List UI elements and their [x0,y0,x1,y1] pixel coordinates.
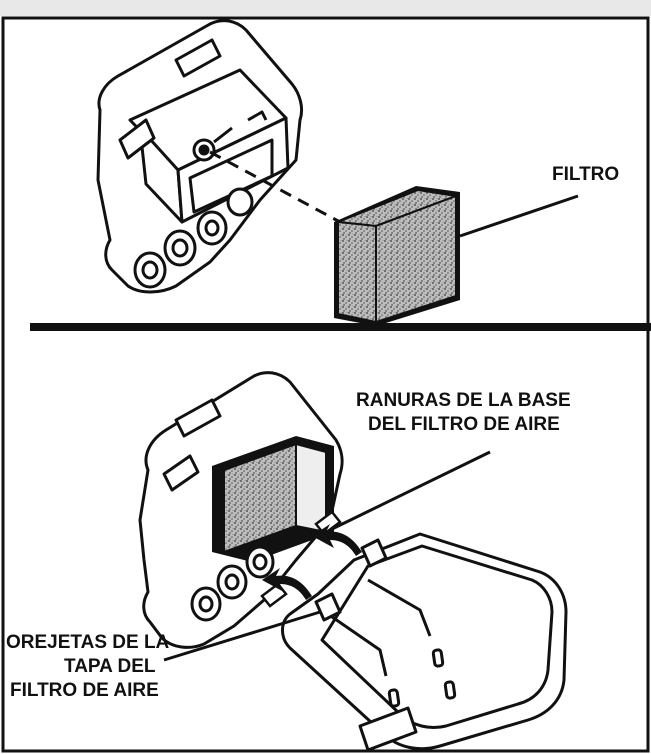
assembled-cylinders [190,545,275,622]
top-panel: FILTRO [96,19,619,326]
insertion-guide-line [209,150,341,224]
tabs-leader-line [163,610,321,662]
filter-base-housing [96,19,304,294]
tabs-label-line2: TAPA DEL [64,656,156,677]
top-strip [0,0,651,16]
foam-filter-block [334,186,460,326]
tabs-label-line1: OREJETAS DE LA [6,632,170,653]
outer-border [1,16,650,753]
filter-label: FILTRO [552,164,619,185]
bottom-panel: RANURAS DE LA BASE DEL FILTRO DE AIRE OR… [6,371,571,752]
slots-label-line1: RANURAS DE LA BASE [356,390,571,411]
filter-cover [281,532,568,752]
filter-leader-line [459,194,579,238]
panel-divider [30,323,651,331]
housing-cylinders [133,187,254,289]
insertion-arrows [262,524,362,600]
slots-label-line2: DEL FILTRO DE AIRE [368,414,560,435]
tabs-label-line3: FILTRO DE AIRE [10,680,159,701]
slots-leader-line [329,450,491,532]
